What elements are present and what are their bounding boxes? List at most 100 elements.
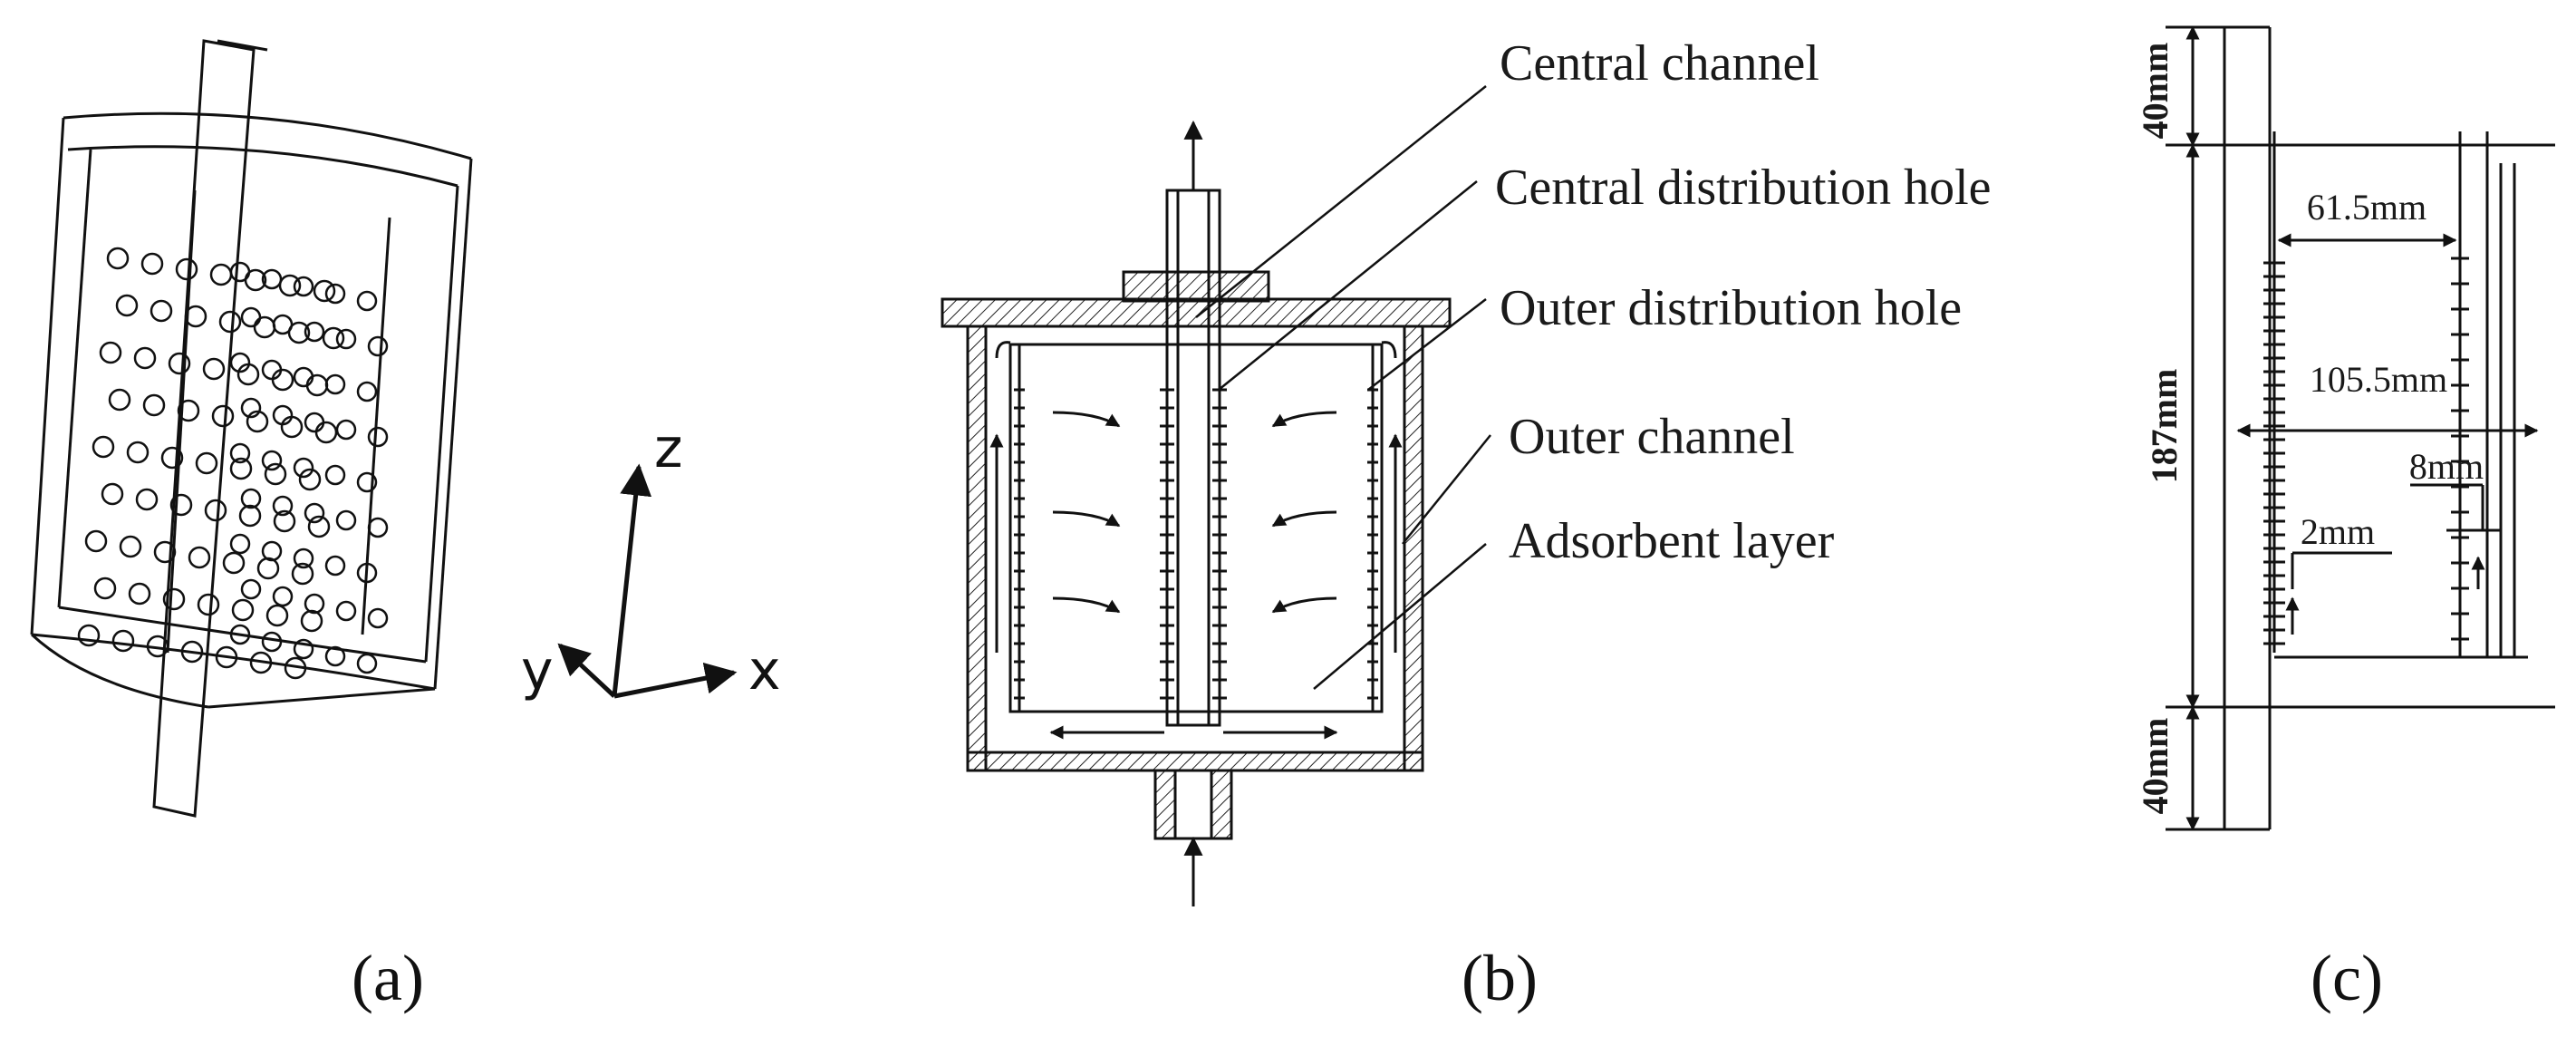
hole-mark xyxy=(272,404,294,426)
hole-mark xyxy=(106,247,130,270)
hole-mark xyxy=(305,373,329,397)
hole-mark xyxy=(150,299,173,323)
hole-mark xyxy=(293,638,314,660)
hole-mark xyxy=(197,593,220,616)
hole-mark xyxy=(240,397,262,419)
hole-mark xyxy=(177,399,200,422)
hole-mark xyxy=(195,451,218,475)
hole-mark xyxy=(229,624,251,645)
x-axis-label: x xyxy=(748,639,781,703)
leader-lines xyxy=(1195,85,1491,690)
hole-mark xyxy=(211,404,235,428)
hole-mark xyxy=(335,419,357,441)
callout-outer-channel: Outer channel xyxy=(1509,409,1795,465)
inner-basket xyxy=(1008,343,1384,713)
hole-mark xyxy=(180,640,204,664)
hole-mark xyxy=(229,457,253,480)
hole-mark xyxy=(356,653,378,674)
hole-mark xyxy=(99,341,122,364)
hole-mark xyxy=(84,529,108,553)
callout-adsorbent-layer: Adsorbent layer xyxy=(1509,513,1835,569)
hole-mark xyxy=(92,435,115,459)
hole-mark xyxy=(271,368,294,392)
hole-mark xyxy=(229,533,251,555)
hole-mark xyxy=(324,373,346,395)
panel-a-label: (a) xyxy=(352,942,424,1014)
hole-mark xyxy=(335,600,357,622)
dim-top-length: 40mm xyxy=(2135,43,2176,140)
hole-mark xyxy=(256,557,280,580)
dim-total-height: 187mm xyxy=(2144,369,2185,484)
dim-inner-width: 61.5mm xyxy=(2307,187,2426,228)
hole-mark xyxy=(169,493,193,517)
hole-mark xyxy=(335,328,357,350)
hole-mark xyxy=(119,535,142,558)
hole-mark xyxy=(115,294,139,317)
hole-mark xyxy=(222,551,246,575)
hole-mark xyxy=(218,310,242,334)
hole-mark xyxy=(324,555,346,577)
z-axis-label: z xyxy=(654,417,683,480)
hole-mark xyxy=(126,441,150,464)
hole-mark xyxy=(324,283,346,305)
distribution-hole-ticks xyxy=(1014,388,1378,700)
top-plate xyxy=(941,297,1452,328)
hole-mark xyxy=(278,274,302,297)
hole-mark xyxy=(356,471,378,493)
hole-mark xyxy=(367,517,389,538)
hole-mark xyxy=(229,442,251,464)
hole-mark xyxy=(261,268,283,290)
hole-mark xyxy=(108,388,131,412)
hole-mark xyxy=(238,504,262,528)
hole-mark xyxy=(249,651,273,674)
hole-mark xyxy=(175,257,198,281)
distribution-holes xyxy=(77,247,389,680)
hole-mark xyxy=(265,604,289,627)
hole-mark xyxy=(229,352,251,373)
hole-mark xyxy=(168,352,191,375)
outer-vessel xyxy=(966,325,1424,772)
dimension-frame xyxy=(2166,25,2555,831)
hole-mark xyxy=(280,415,304,439)
panel-c: 40mm 187mm 40mm 61.5mm 105.5mm 8mm 2mm (… xyxy=(2135,25,2555,1014)
hole-mark xyxy=(307,515,331,538)
hole-mark xyxy=(293,276,314,297)
hole-mark xyxy=(140,252,164,276)
hole-mark xyxy=(231,598,255,622)
hole-mark xyxy=(304,412,325,433)
hole-mark xyxy=(367,426,389,448)
hole-mark xyxy=(128,582,151,606)
hole-mark xyxy=(272,314,294,335)
callout-central-channel: Central channel xyxy=(1500,35,1819,92)
hole-mark xyxy=(261,450,283,471)
hole-mark xyxy=(293,366,314,388)
hole-mark xyxy=(335,509,357,531)
callout-central-distribution-hole: Central distribution hole xyxy=(1495,160,1991,216)
hole-mark xyxy=(324,645,346,667)
reactor-wireframe xyxy=(30,39,473,818)
callout-outer-distribution-hole: Outer distribution hole xyxy=(1500,280,1962,336)
hole-mark xyxy=(133,346,157,370)
hole-mark xyxy=(160,446,184,470)
dim-hole-diameter: 2mm xyxy=(2301,511,2375,552)
hole-mark xyxy=(272,586,294,607)
panel-b-label: (b) xyxy=(1462,942,1538,1014)
hole-mark xyxy=(146,635,169,658)
panel-b: Central channel Central distribution hol… xyxy=(941,35,1991,1014)
dim-outer-width: 105.5mm xyxy=(2310,359,2447,400)
hole-mark xyxy=(314,421,338,444)
hole-mark xyxy=(264,462,287,486)
hole-mark xyxy=(261,631,283,653)
hole-mark xyxy=(93,577,117,600)
hole-mark xyxy=(272,495,294,517)
hole-mark xyxy=(215,645,238,669)
hole-mark xyxy=(162,587,186,611)
hole-mark xyxy=(240,578,262,600)
hole-mark xyxy=(142,393,166,417)
hole-mark xyxy=(304,321,325,343)
hole-mark xyxy=(153,540,177,564)
hole-mark xyxy=(273,509,296,533)
hole-mark xyxy=(101,482,124,506)
hole-mark xyxy=(322,326,345,350)
